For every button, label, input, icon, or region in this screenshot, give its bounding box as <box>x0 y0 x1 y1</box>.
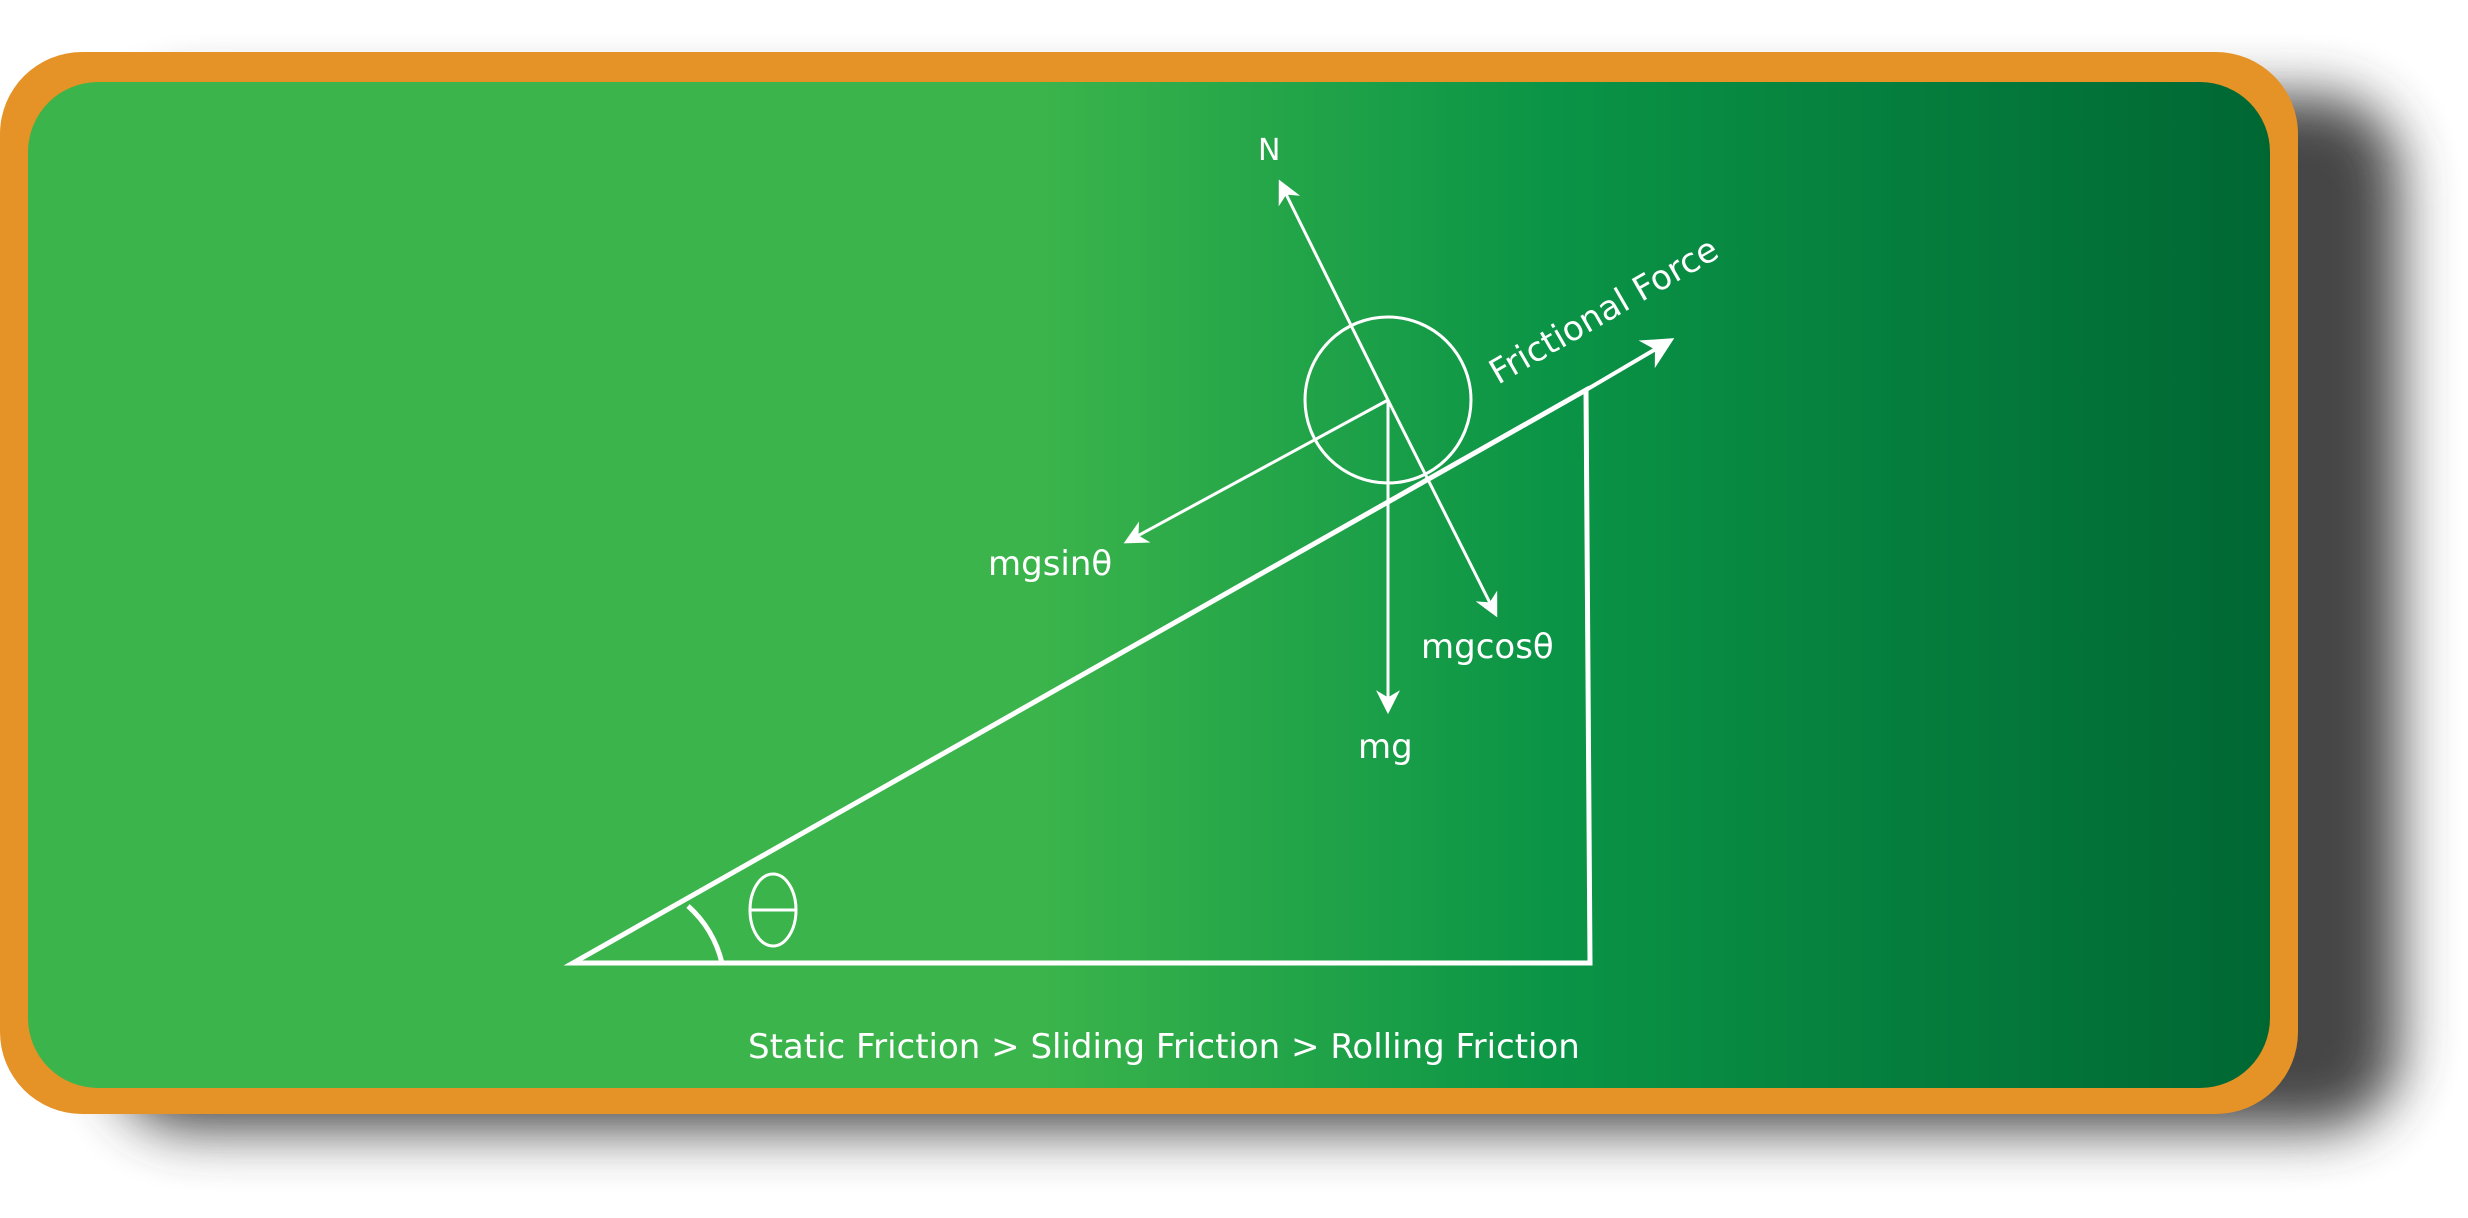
angle-arc <box>686 904 725 964</box>
friction-arrow <box>1584 338 1675 392</box>
label-mgcos: mgcosθ <box>1421 627 1554 667</box>
label-mgsin: mgsinθ <box>988 544 1112 584</box>
mgcos-arrow <box>1386 399 1498 618</box>
incline-triangle <box>563 385 1593 966</box>
label-normal: N <box>1258 133 1280 168</box>
label-mg: mg <box>1358 727 1413 767</box>
normal-force-arrow <box>1278 179 1390 401</box>
theta-symbol <box>748 872 798 948</box>
chalkboard <box>28 82 2270 1088</box>
mgsin-arrow <box>1123 398 1389 544</box>
footer-text: Static Friction > Sliding Friction > Rol… <box>748 1027 1580 1067</box>
